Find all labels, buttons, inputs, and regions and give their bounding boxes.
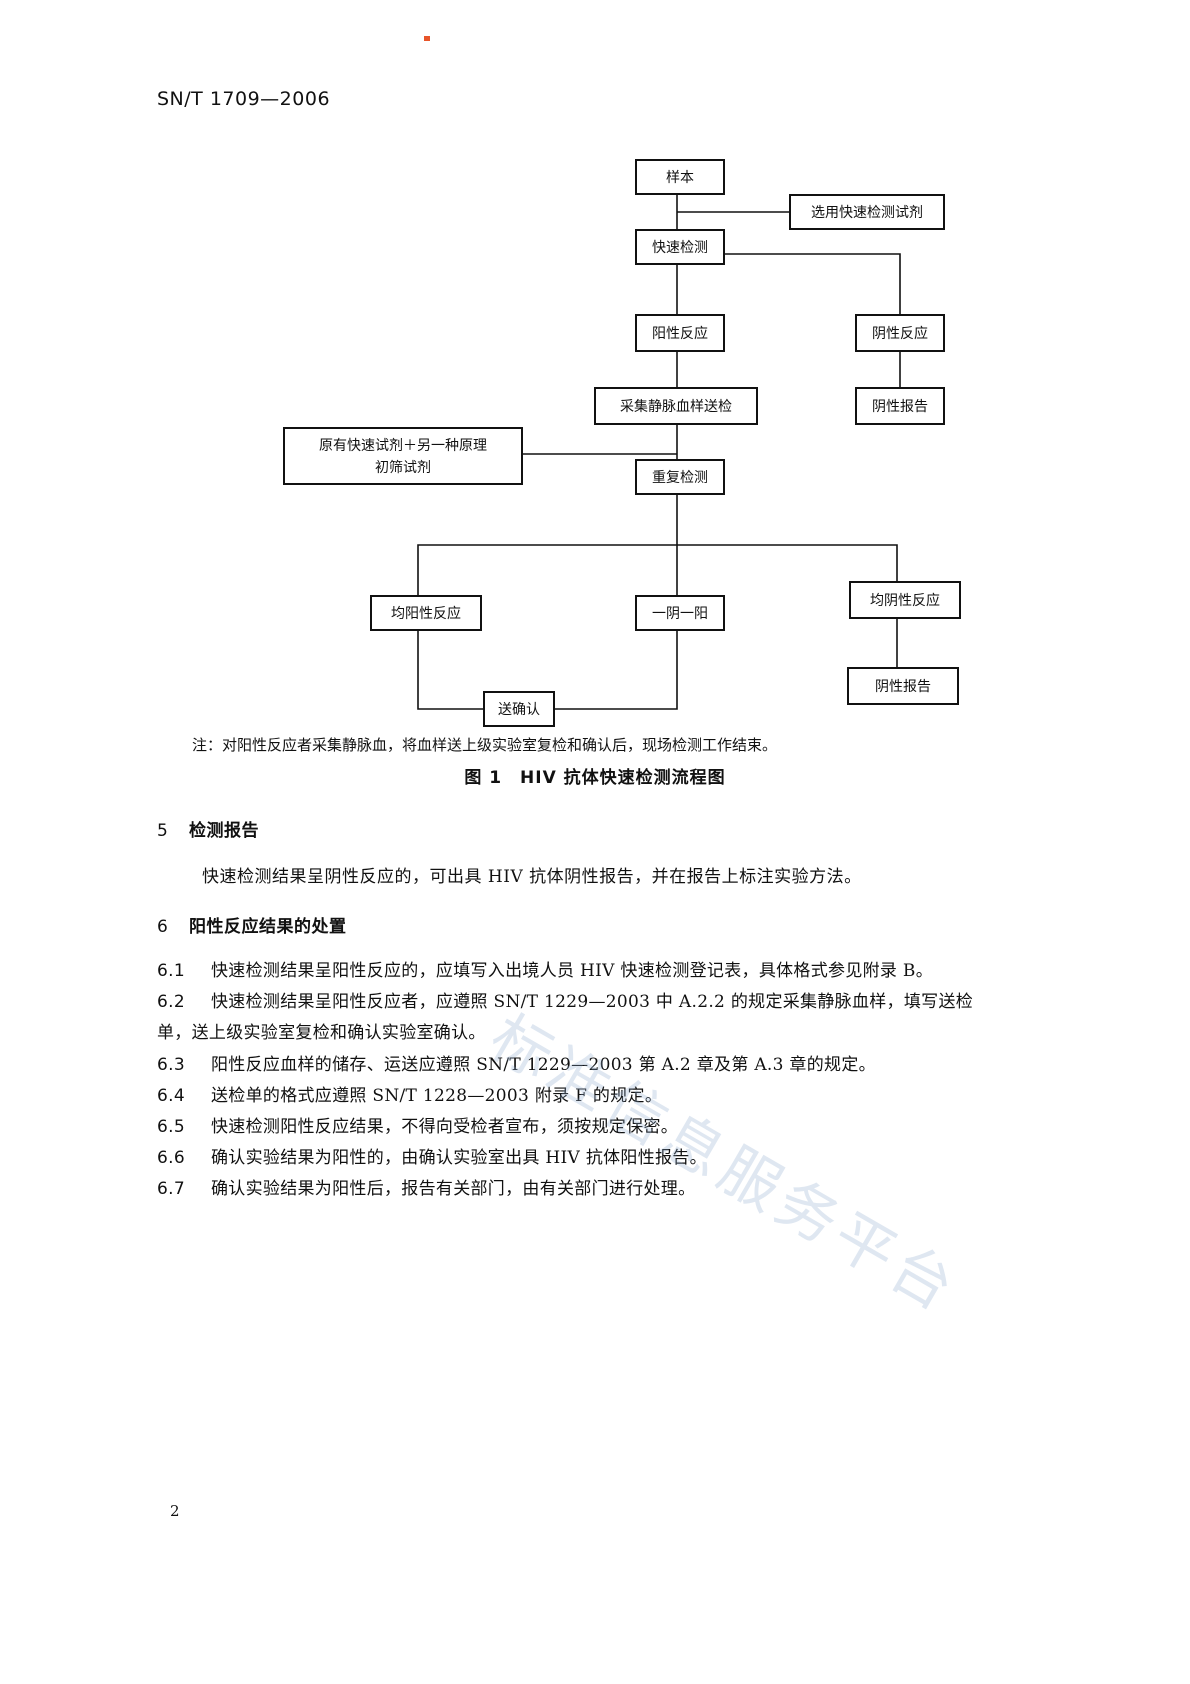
clause-text: 阳性反应血样的储存、运送应遵照 SN/T 1229—2003 第 A.2 章及第…	[211, 1055, 876, 1075]
box-reagent-combo-line2: 初筛试剂	[375, 459, 431, 476]
clause-text: 快速检测结果呈阳性反应的，应填写入出境人员 HIV 快速检测登记表，具体格式参见…	[211, 961, 934, 981]
box-one-neg-one-pos: 一阴一阳	[635, 595, 725, 631]
box-reagent-combo-line1: 原有快速试剂＋另一种原理	[319, 438, 487, 454]
section-5-number: 5	[157, 821, 169, 841]
box-positive-label: 阳性反应	[652, 325, 708, 342]
box-both-negative-label: 均阴性反应	[870, 592, 940, 609]
clause-text: 快速检测阳性反应结果，不得向受检者宣布，须按规定保密。	[211, 1117, 679, 1137]
figure-note: 注：对阳性反应者采集静脉血，将血样送上级实验室复检和确认后，现场检测工作结束。	[192, 736, 778, 754]
clause-number: 6.6	[157, 1148, 185, 1168]
clause-number: 6.1	[157, 961, 185, 981]
clause-number: 6.4	[157, 1086, 185, 1106]
clause-text-continued: 单，送上级实验室复检和确认实验室确认。	[157, 1023, 486, 1043]
section-5-paragraph: 快速检测结果呈阴性反应的，可出具 HIV 抗体阴性报告，并在报告上标注实验方法。	[202, 867, 862, 887]
box-negative: 阴性反应	[855, 314, 945, 352]
clause-number: 6.2	[157, 992, 185, 1012]
orange-mark	[424, 36, 430, 41]
box-rapid-test-label: 快速检测	[652, 240, 708, 256]
section-5-heading: 5 检测报告	[157, 816, 259, 841]
clause-6-7: 6.7 确认实验结果为阳性后，报告有关部门，由有关部门进行处理。	[157, 1174, 1087, 1205]
box-both-positive: 均阳性反应	[370, 595, 482, 631]
connector-rapid-to-negative	[722, 253, 901, 315]
section-6-title: 阳性反应结果的处置	[189, 917, 347, 937]
clause-number: 6.3	[157, 1055, 185, 1075]
clause-text: 送检单的格式应遵照 SN/T 1228—2003 附录 F 的规定。	[211, 1086, 663, 1106]
box-negative-report-2-label: 阴性报告	[875, 679, 931, 695]
box-negative-report-1: 阴性报告	[855, 387, 945, 425]
section-6-heading: 6 阳性反应结果的处置	[157, 912, 347, 937]
clause-6-1: 6.1 快速检测结果呈阳性反应的，应填写入出境人员 HIV 快速检测登记表，具体格…	[157, 956, 1087, 987]
clause-text: 确认实验结果为阳性后，报告有关部门，由有关部门进行处理。	[211, 1179, 696, 1199]
box-send-confirm-label: 送确认	[498, 702, 540, 718]
box-positive: 阳性反应	[635, 314, 725, 352]
flowchart-connectors	[417, 194, 901, 710]
clause-6-3: 6.3 阳性反应血样的储存、运送应遵照 SN/T 1229—2003 第 A.2 …	[157, 1050, 1087, 1081]
box-retest-label: 重复检测	[652, 469, 708, 486]
box-negative-label: 阴性反应	[872, 325, 928, 342]
box-both-negative: 均阴性反应	[849, 581, 961, 619]
clause-6-6: 6.6 确认实验结果为阳性的，由确认实验室出具 HIV 抗体阳性报告。	[157, 1143, 1087, 1174]
clause-6-2: 6.2 快速检测结果呈阳性反应者，应遵照 SN/T 1229—2003 中 A.2…	[157, 987, 1087, 1049]
box-collect-venous: 采集静脉血样送检	[594, 387, 758, 425]
box-choose-reagent: 选用快速检测试剂	[789, 194, 945, 230]
clause-text: 快速检测结果呈阳性反应者，应遵照 SN/T 1229—2003 中 A.2.2 …	[211, 992, 974, 1012]
connector-retest-branches	[417, 544, 898, 596]
box-reagent-combo: 原有快速试剂＋另一种原理 初筛试剂	[283, 427, 523, 485]
box-sample-label: 样本	[666, 170, 694, 186]
box-negative-report-1-label: 阴性报告	[872, 399, 928, 415]
box-send-confirm: 送确认	[483, 691, 555, 727]
box-rapid-test: 快速检测	[635, 229, 725, 265]
box-collect-venous-label: 采集静脉血样送检	[620, 398, 732, 415]
section-6-number: 6	[157, 917, 169, 937]
figure-caption: 图 1 HIV 抗体快速检测流程图	[464, 768, 726, 788]
box-both-positive-label: 均阳性反应	[391, 605, 461, 622]
page-number: 2	[170, 1502, 180, 1520]
flowchart: 样本 选用快速检测试剂 快速检测 阳性反应 阴性反应 采集静脉血样送检 阴性报告	[283, 159, 961, 727]
standard-number-header: SN/T 1709—2006	[157, 88, 331, 110]
box-one-neg-one-pos-label: 一阴一阳	[652, 606, 708, 622]
clause-number: 6.5	[157, 1117, 185, 1137]
clause-6-4: 6.4 送检单的格式应遵照 SN/T 1228—2003 附录 F 的规定。	[157, 1081, 1087, 1112]
connector-mixed-to-confirm	[554, 630, 678, 710]
box-retest: 重复检测	[635, 459, 725, 495]
clause-number: 6.7	[157, 1179, 185, 1199]
connector-both-positive-to-confirm	[417, 630, 484, 710]
box-sample: 样本	[635, 159, 725, 195]
section-5-title: 检测报告	[189, 821, 259, 841]
clause-6-5: 6.5 快速检测阳性反应结果，不得向受检者宣布，须按规定保密。	[157, 1112, 1087, 1143]
box-choose-reagent-label: 选用快速检测试剂	[811, 205, 923, 221]
box-negative-report-2: 阴性报告	[847, 667, 959, 705]
clause-text: 确认实验结果为阳性的，由确认实验室出具 HIV 抗体阳性报告。	[211, 1148, 707, 1168]
